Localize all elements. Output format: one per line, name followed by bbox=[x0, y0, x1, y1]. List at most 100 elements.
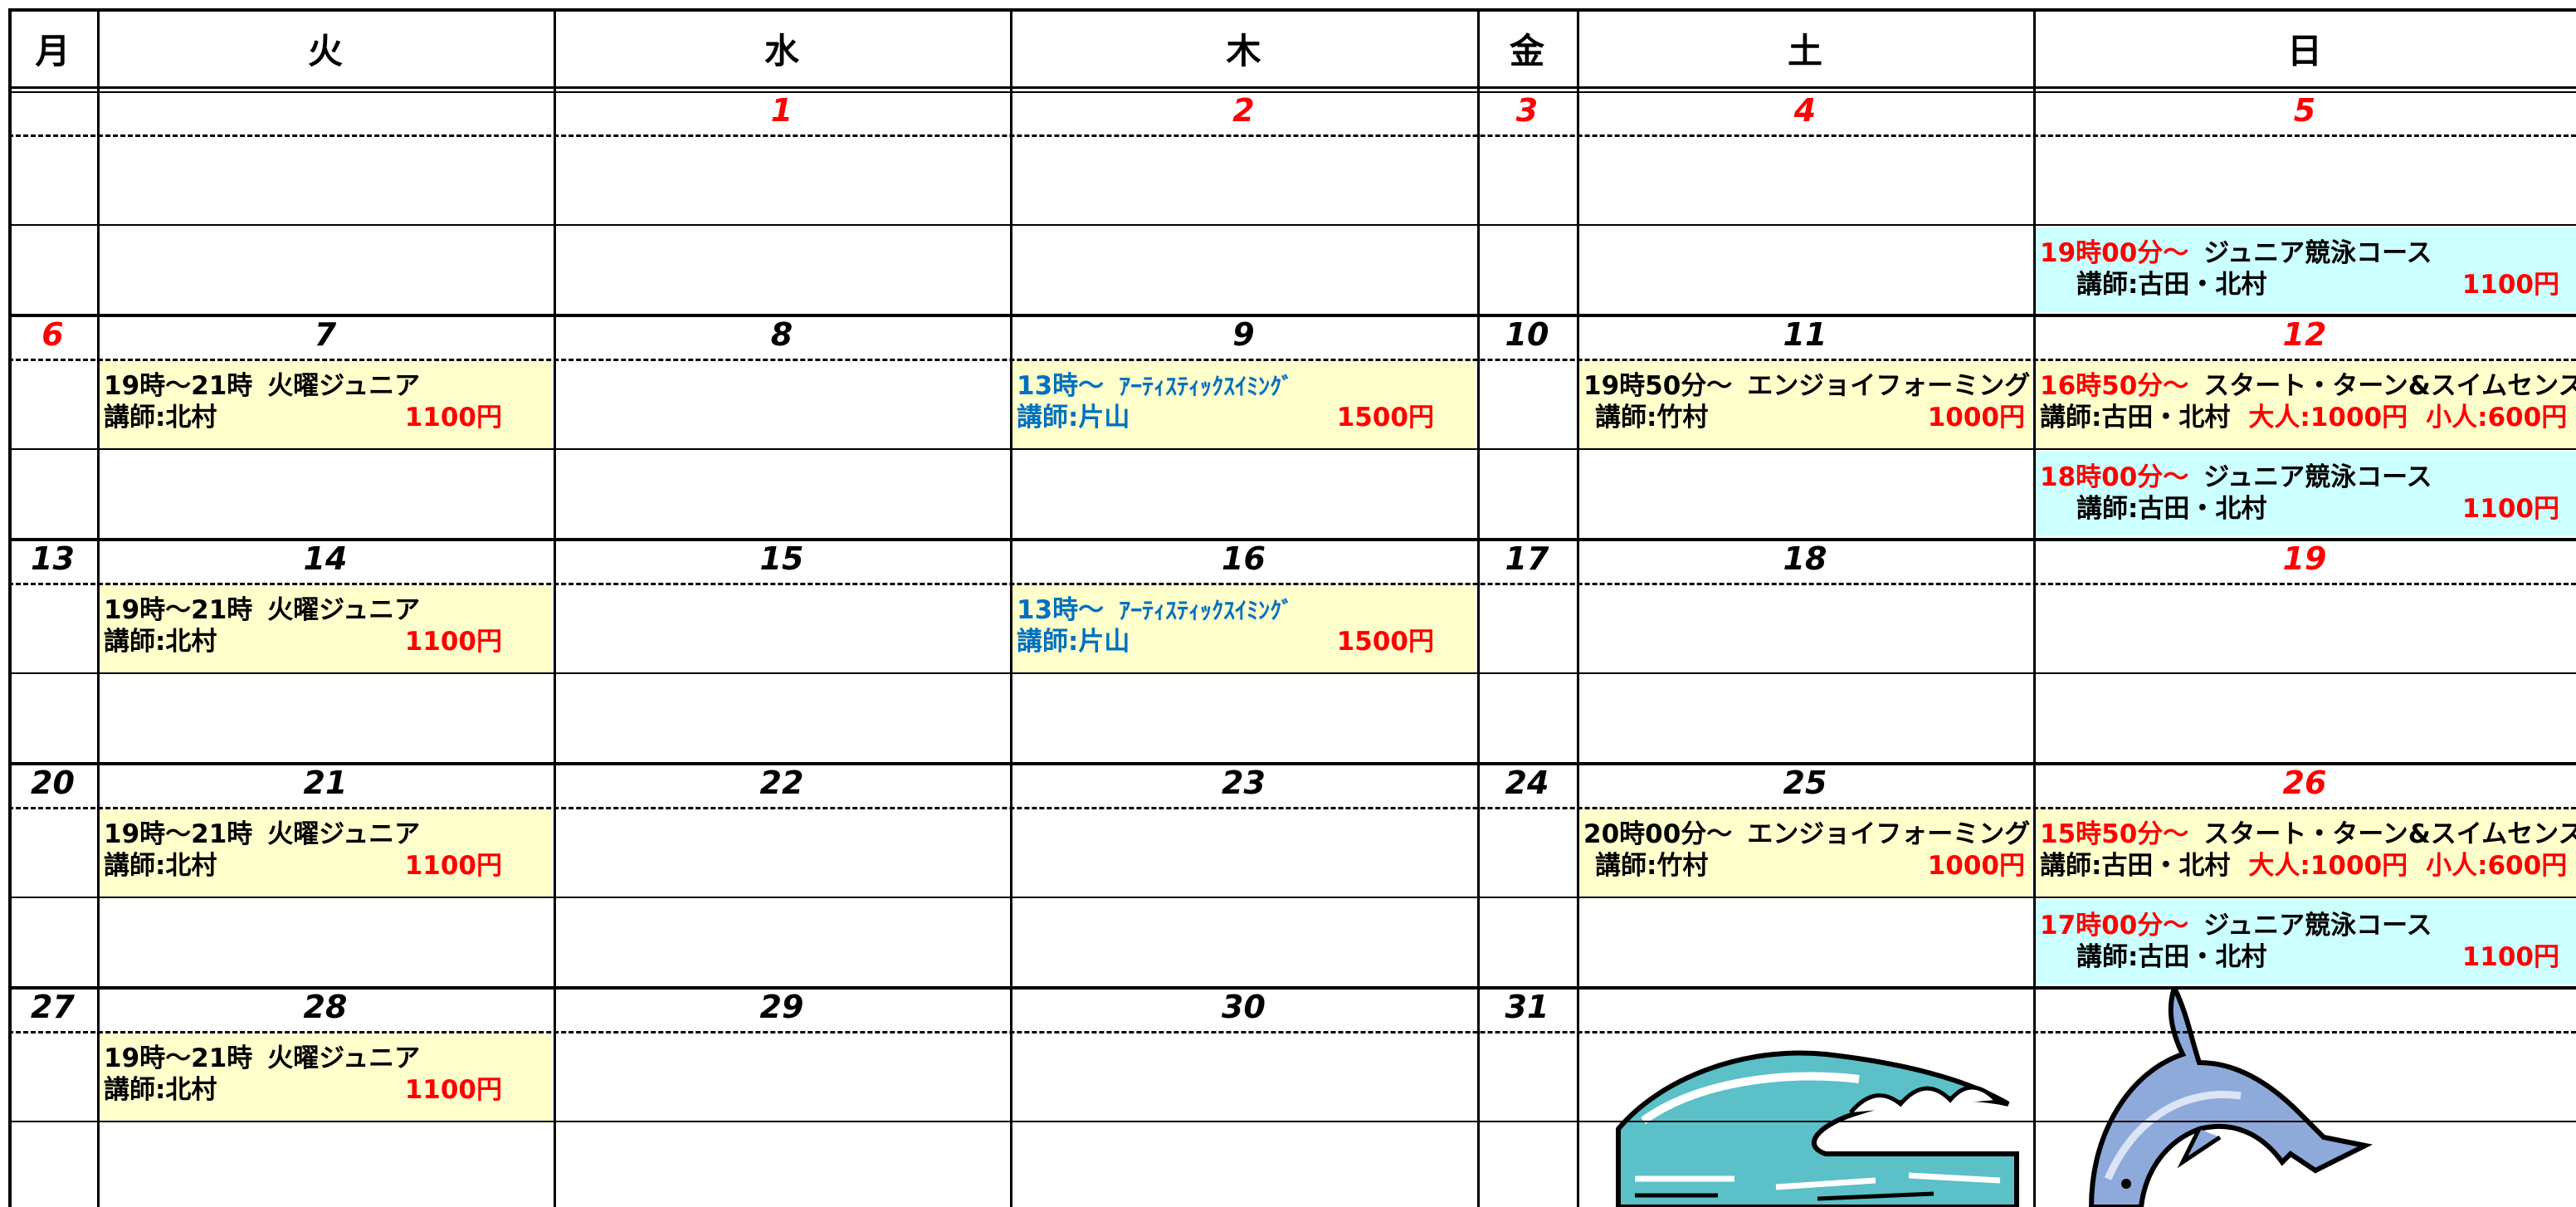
event-title: ジュニア競泳コース bbox=[2203, 238, 2432, 268]
grid-line-day-number bbox=[8, 134, 2576, 137]
grid-line-week bbox=[8, 762, 2576, 765]
event-price: 1000円 bbox=[1927, 403, 2025, 432]
grid-line-day-number bbox=[8, 583, 2576, 585]
day-number: 29 bbox=[759, 989, 804, 1025]
day-number: 13 bbox=[31, 540, 75, 577]
grid-line-day-number bbox=[8, 359, 2576, 361]
event-start-turn-swim-sense[interactable]: 15時50分～スタート・ターン&スイムセンス 講師:古田・北村大人:1000円小… bbox=[2035, 809, 2576, 897]
event-title: 火曜ジュニア bbox=[267, 1043, 421, 1073]
grid-line-column bbox=[1010, 8, 1012, 1207]
grid-line-header-double bbox=[8, 91, 2576, 93]
day-number: 23 bbox=[1222, 765, 1266, 801]
event-price: 1500円 bbox=[1336, 403, 1434, 432]
day-number: 22 bbox=[759, 765, 804, 801]
weekday-header-mon: 月 bbox=[35, 30, 71, 71]
event-instructor: 講師:北村 bbox=[104, 1075, 217, 1105]
event-time: 15時50分～ bbox=[2040, 819, 2189, 849]
weekday-header-sat: 土 bbox=[1787, 30, 1822, 71]
day-number: 18 bbox=[1783, 540, 1827, 577]
day-number: 9 bbox=[1232, 316, 1255, 353]
weekday-header-wed: 水 bbox=[764, 30, 799, 71]
event-title: スタート・ターン&スイムセンス bbox=[2203, 371, 2576, 401]
event-title: エンジョイフォーミング bbox=[1747, 819, 2031, 849]
day-number: 21 bbox=[303, 765, 348, 801]
event-instructor: 講師:古田・北村 bbox=[2076, 942, 2267, 972]
event-time: 19時～21時 bbox=[104, 1043, 253, 1073]
event-child-price: 小人:600円 bbox=[2426, 403, 2568, 432]
weekday-header-sun: 日 bbox=[2286, 30, 2322, 71]
dolphin-clipart bbox=[2088, 988, 2374, 1207]
event-title: 火曜ジュニア bbox=[267, 595, 421, 625]
grid-line-day-number bbox=[8, 1031, 2576, 1034]
weekday-header-tue: 火 bbox=[307, 30, 343, 71]
event-adult-price: 大人:1000円 bbox=[2248, 851, 2408, 881]
event-title: ジュニア競泳コース bbox=[2203, 462, 2432, 492]
grid-line-slot bbox=[8, 672, 2576, 674]
grid-line-column bbox=[2033, 8, 2036, 1207]
day-number: 20 bbox=[31, 765, 75, 801]
event-title: 火曜ジュニア bbox=[267, 371, 421, 401]
grid-line-slot bbox=[8, 897, 2576, 898]
day-number: 7 bbox=[314, 316, 337, 353]
day-number: 6 bbox=[41, 316, 64, 353]
grid-line-column bbox=[97, 8, 100, 1207]
event-title: ｱｰﾃｨｽﾃｨｯｸｽｲﾐﾝｸﾞ bbox=[1119, 373, 1294, 400]
event-artistic-swimming[interactable]: 13時～ ｱｰﾃｨｽﾃｨｯｸｽｲﾐﾝｸﾞ 講師:片山 1500円 bbox=[1012, 360, 1476, 448]
event-child-price: 小人:600円 bbox=[2426, 851, 2568, 881]
day-number: 31 bbox=[1505, 989, 1549, 1025]
grid-line-slot bbox=[8, 448, 2576, 450]
event-time: 19時～21時 bbox=[104, 819, 253, 849]
day-number: 19 bbox=[2282, 540, 2327, 577]
day-number: 15 bbox=[759, 540, 804, 577]
grid-line-slot bbox=[8, 1121, 2576, 1122]
event-instructor: 講師:古田・北村 bbox=[2076, 270, 2267, 300]
event-start-turn-swim-sense[interactable]: 16時50分～スタート・ターン&スイムセンス 講師:古田・北村大人:1000円小… bbox=[2035, 360, 2576, 448]
event-title: エンジョイフォーミング bbox=[1747, 371, 2031, 401]
day-number: 14 bbox=[303, 540, 348, 577]
grid-line-column bbox=[8, 8, 12, 1207]
event-price: 1100円 bbox=[404, 851, 502, 881]
day-number: 4 bbox=[1793, 92, 1817, 129]
day-number: 26 bbox=[2282, 765, 2327, 801]
event-title: スタート・ターン&スイムセンス bbox=[2203, 819, 2576, 849]
grid-line-column bbox=[1577, 8, 1579, 1207]
event-instructor: 講師:古田・北村 bbox=[2076, 494, 2267, 524]
event-price: 1100円 bbox=[2461, 270, 2559, 300]
grid-line-header bbox=[8, 86, 2576, 89]
event-time: 19時50分～ bbox=[1583, 371, 1733, 401]
event-time: 13時～ bbox=[1017, 595, 1105, 625]
event-tuesday-junior[interactable]: 19時～21時火曜ジュニア 講師:北村 1100円 bbox=[99, 1033, 552, 1121]
weekday-header-thu: 木 bbox=[1226, 30, 1261, 71]
grid-line-column bbox=[1477, 8, 1480, 1207]
event-price: 1100円 bbox=[404, 1075, 502, 1105]
day-number: 5 bbox=[2293, 92, 2316, 129]
day-number: 3 bbox=[1515, 92, 1539, 129]
day-number: 16 bbox=[1222, 540, 1266, 577]
event-time: 19時～21時 bbox=[104, 595, 253, 625]
event-title: ジュニア競泳コース bbox=[2203, 911, 2432, 941]
day-number: 25 bbox=[1783, 765, 1827, 801]
event-price: 1100円 bbox=[2461, 494, 2559, 524]
event-adult-price: 大人:1000円 bbox=[2248, 403, 2408, 432]
event-instructor: 講師:北村 bbox=[104, 403, 217, 432]
day-number: 8 bbox=[770, 316, 793, 353]
event-title: 火曜ジュニア bbox=[267, 819, 421, 849]
grid-line-week bbox=[8, 986, 2576, 990]
day-number: 27 bbox=[31, 989, 75, 1025]
weekday-header-fri: 金 bbox=[1509, 30, 1544, 71]
day-number: 30 bbox=[1222, 989, 1266, 1025]
event-time: 13時～ bbox=[1017, 371, 1105, 401]
event-price: 1500円 bbox=[1336, 627, 1434, 657]
event-instructor: 講師:片山 bbox=[1017, 403, 1130, 432]
grid-line-column bbox=[554, 8, 556, 1207]
event-price: 1100円 bbox=[404, 403, 502, 432]
